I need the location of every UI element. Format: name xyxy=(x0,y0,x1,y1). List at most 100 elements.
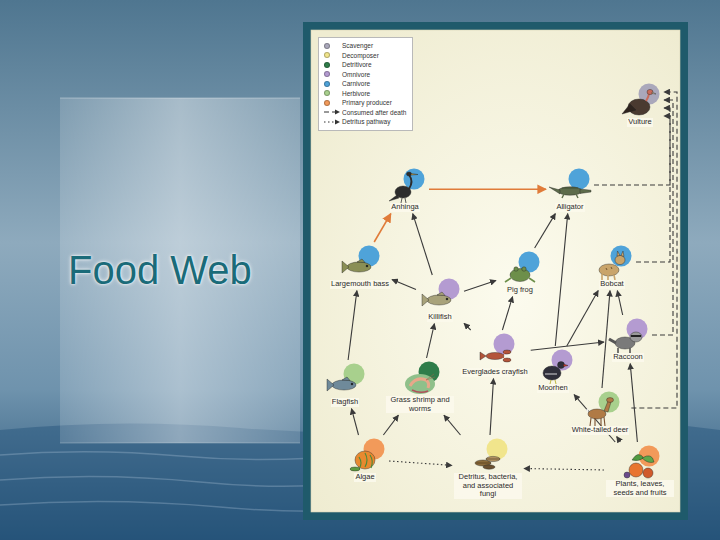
creature-figure xyxy=(389,172,418,203)
food-arrow xyxy=(636,108,670,262)
food-arrow xyxy=(348,291,357,360)
species-illustration xyxy=(398,360,442,396)
legend-row: Primary producer xyxy=(323,98,406,108)
food-arrow xyxy=(464,280,496,291)
fish-tail xyxy=(422,294,429,306)
plant-fruit xyxy=(643,468,653,478)
species-label: Bobcat xyxy=(599,280,624,289)
legend-line-sample xyxy=(323,119,341,125)
raccoon-mask xyxy=(631,335,641,337)
food-arrow xyxy=(464,323,471,330)
species-illustration xyxy=(618,82,662,118)
food-arrow xyxy=(389,461,452,465)
fish-eye xyxy=(366,265,368,267)
creature-figure xyxy=(622,89,656,115)
species-node: Vulture xyxy=(618,82,662,127)
food-arrow xyxy=(630,364,637,442)
species-illustration xyxy=(418,277,462,313)
legend-box: ScavengerDecomposerDetritivoreOmnivoreCa… xyxy=(318,37,413,131)
legend-arrowhead xyxy=(335,110,340,115)
species-node: Alligator xyxy=(548,167,592,212)
light-panel xyxy=(60,98,300,443)
trophic-disc xyxy=(569,169,590,190)
fish-body xyxy=(427,295,451,305)
food-arrow xyxy=(567,291,598,346)
species-node: Anhinga xyxy=(383,167,427,212)
creature-figure xyxy=(422,292,451,306)
moorhen-beak xyxy=(564,364,569,367)
picture-frame xyxy=(303,22,688,520)
plant-fruit xyxy=(629,463,643,477)
food-arrow xyxy=(574,395,615,442)
shrimp-body xyxy=(410,379,429,388)
species-node: Algae xyxy=(343,437,387,482)
species-node: Detritus, bacteria, and associated fungi xyxy=(454,437,522,499)
bird-neck xyxy=(409,175,412,189)
fish-tail xyxy=(342,261,349,273)
frog-eye xyxy=(514,267,518,271)
species-label: Everglades crayfish xyxy=(461,368,528,377)
legend-text: Herbivore xyxy=(342,90,370,97)
species-label: Raccoon xyxy=(612,353,644,362)
legend-arrowhead xyxy=(335,119,340,124)
food-arrow xyxy=(535,214,556,248)
species-label: Vulture xyxy=(627,118,653,127)
plant-leaf xyxy=(642,456,654,463)
legend-swatch xyxy=(324,43,330,49)
species-illustration xyxy=(590,244,634,280)
food-arrow xyxy=(427,324,435,358)
legend-text: Detritivore xyxy=(342,61,372,68)
creature-figure xyxy=(480,350,511,362)
species-illustration xyxy=(343,437,387,473)
legend-swatch xyxy=(324,100,330,106)
legend-line-sample xyxy=(323,109,341,115)
deer-body xyxy=(588,409,606,419)
species-label: Largemouth bass xyxy=(330,280,390,289)
creature-figure xyxy=(549,187,591,198)
deer-head xyxy=(606,398,613,403)
legend-row: Detritus pathway xyxy=(323,117,406,127)
species-illustration xyxy=(473,332,517,368)
food-arrow xyxy=(429,188,546,190)
trophic-disc xyxy=(627,319,648,340)
legend-text: Scavenger xyxy=(342,42,373,49)
bobcat-ears xyxy=(617,251,624,257)
deer-neck xyxy=(604,401,611,412)
food-arrow xyxy=(351,409,358,435)
species-label: Alligator xyxy=(555,203,584,212)
legend-swatch xyxy=(324,52,330,58)
species-label: Algae xyxy=(354,473,375,482)
species-label: White-tailed deer xyxy=(571,426,630,435)
legend-row: Herbivore xyxy=(323,89,406,99)
species-label: Detritus, bacteria, and associated fungi xyxy=(454,473,522,499)
crayfish-tail xyxy=(480,352,486,360)
fish-fin xyxy=(437,292,445,296)
slide-title: Food Web xyxy=(68,246,252,294)
food-arrow xyxy=(652,100,673,335)
species-label: Flagfish xyxy=(331,398,359,407)
gator-legs xyxy=(562,194,578,198)
species-node: Pig frog xyxy=(498,250,542,295)
species-label: Pig frog xyxy=(506,286,534,295)
legend-swatch xyxy=(324,90,330,96)
creature-figure xyxy=(543,362,568,384)
trophic-disc xyxy=(611,246,632,267)
trophic-disc xyxy=(404,169,425,190)
algae-leaf xyxy=(350,467,360,471)
vulture-wing xyxy=(622,104,636,114)
creature-figure xyxy=(342,259,371,273)
deer-tail xyxy=(587,409,588,412)
trophic-disc xyxy=(493,334,514,355)
raccoon-tail xyxy=(609,339,616,343)
species-label: Moorhen xyxy=(537,384,569,393)
gator-snout xyxy=(580,189,591,194)
legend-swatch xyxy=(324,71,330,77)
frog-eye xyxy=(522,267,526,271)
species-node: Largemouth bass xyxy=(330,244,390,289)
legend-swatch xyxy=(324,81,330,87)
food-arrow xyxy=(555,214,567,346)
trophic-disc xyxy=(519,252,540,273)
food-arrow xyxy=(413,214,433,275)
raccoon-head xyxy=(630,332,642,342)
